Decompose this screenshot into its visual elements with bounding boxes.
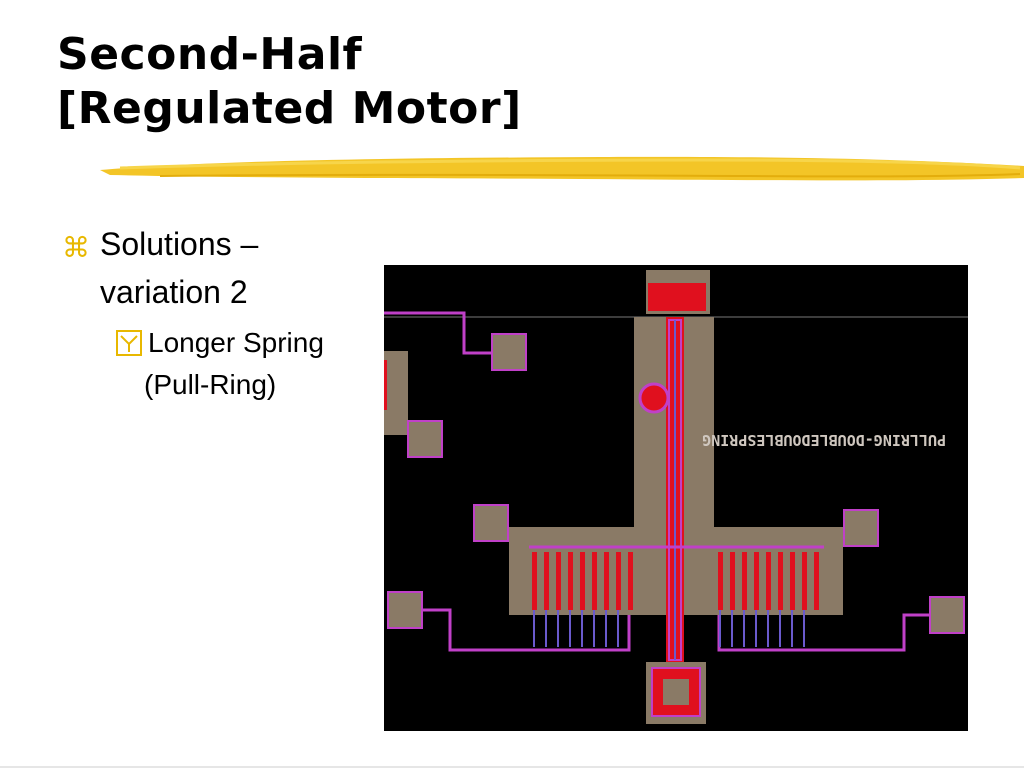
mirrored-layout-label: PULLRING-DOUBLEDOUBLESPRING xyxy=(702,431,946,449)
title-underline-brushstroke xyxy=(100,156,1024,181)
title-line-2: [Regulated Motor] xyxy=(57,83,522,134)
title-line-1: Second-Half xyxy=(57,29,363,80)
mems-layout-image: PULLRING-DOUBLEDOUBLESPRING xyxy=(384,265,968,731)
command-key-icon: ⌘ xyxy=(62,231,90,264)
checkbox-y-icon xyxy=(116,330,142,356)
slide-title: Second-Half [Regulated Motor] xyxy=(57,28,522,136)
bullet-level-1-text: Solutions – variation 2 xyxy=(100,226,259,310)
bullet-level-2-line-1: Longer Spring xyxy=(148,327,324,358)
bullet-level-2-line-2: (Pull-Ring) xyxy=(144,369,277,400)
slide-footer-divider xyxy=(0,766,1024,768)
